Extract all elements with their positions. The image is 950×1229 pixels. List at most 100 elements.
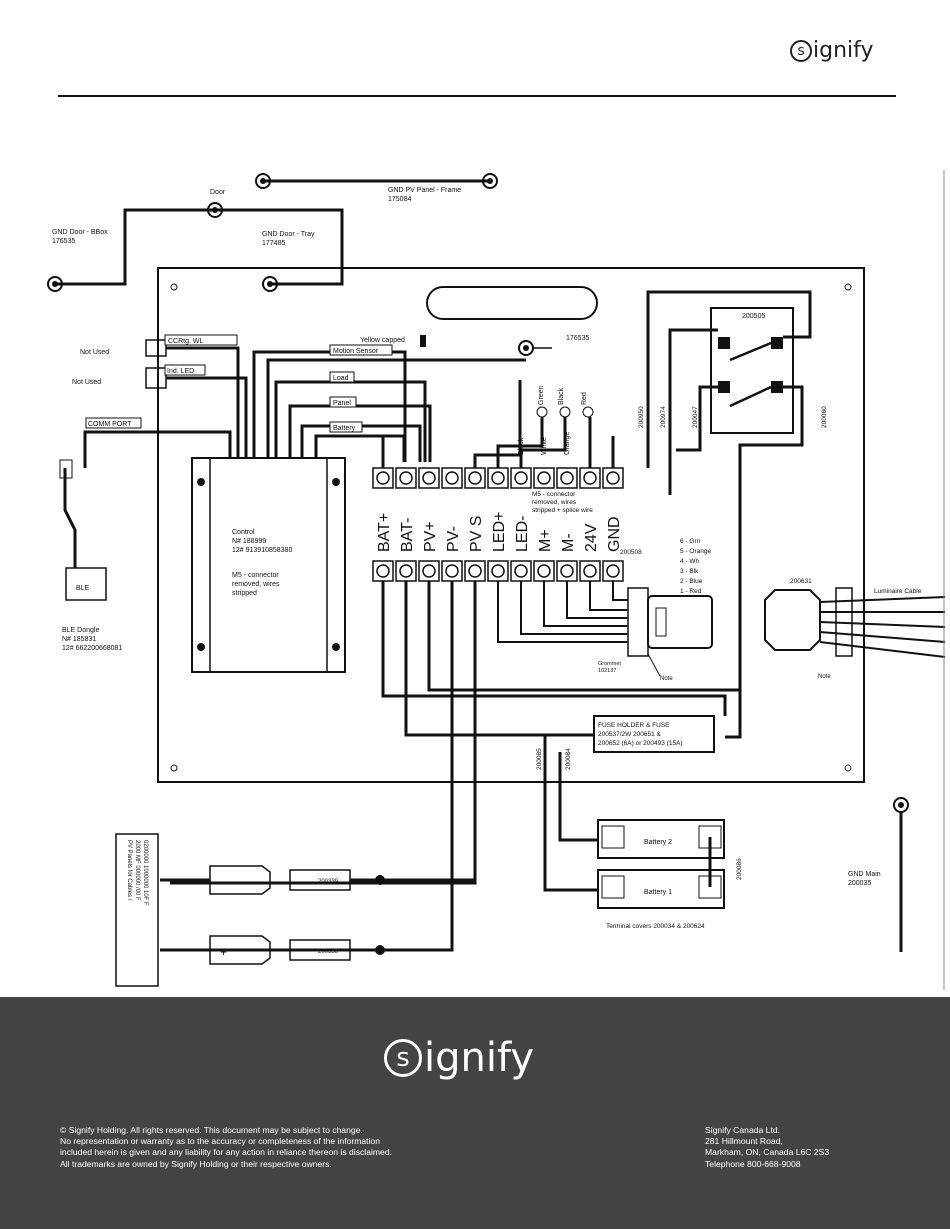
terminal-led-minus: LED-	[514, 516, 531, 552]
pv-socket-2-icon	[289, 939, 351, 961]
pv-label-plate	[115, 833, 159, 987]
battery-2-label: Battery 2	[644, 839, 672, 846]
ccrtg-port-icon	[145, 339, 167, 357]
gnd-pv-label-2: 175084	[388, 196, 411, 203]
switch-part: 200505	[742, 313, 765, 320]
m5-note-2: removed, wires	[532, 499, 577, 506]
back-plate	[157, 267, 865, 783]
address-line-1: Signify Canada Ltd.	[705, 1125, 781, 1135]
ind-led-port-icon	[145, 367, 167, 389]
load-label: Load	[333, 375, 349, 382]
not-used-1: Not Used	[80, 349, 109, 356]
switch-box	[710, 307, 794, 434]
fuse-3: 200652 (6A) or 200493 (15A)	[598, 740, 683, 747]
lug-176535-label: 176535	[566, 335, 589, 342]
footer-logo-text: ignify	[424, 1035, 535, 1081]
terminal-led-plus: LED+	[491, 512, 508, 552]
wire-green: Green	[538, 385, 545, 405]
signify-footer-logo: s ignify	[384, 1035, 534, 1081]
control-label-7: stripped	[232, 590, 257, 597]
pv-socket-1-icon	[289, 869, 351, 891]
conn-200339: 200339	[318, 879, 339, 885]
ble-dongle-1: BLE Dongle	[62, 627, 99, 634]
control-label-6: removed, wires	[232, 581, 280, 588]
legal-line-4: All trademarks are owned by Signify Hold…	[60, 1158, 332, 1169]
gnd-door-tray-1: GND Door - Tray	[262, 231, 315, 238]
wire-white: White	[541, 437, 548, 455]
address-line-3: Markham, ON, Canada L6C 2S3	[705, 1147, 830, 1158]
part-200631: 200631	[790, 578, 812, 585]
battery-wire-label: Battery	[333, 425, 356, 432]
address-line-4: Telephone 800-668-9008	[705, 1158, 801, 1169]
battery-2	[597, 819, 725, 859]
pv-plate-3: 0200000 1000000 10F F	[142, 840, 148, 906]
fuse-1: FUSE HOLDER & FUSE	[598, 722, 670, 729]
part-200084: 200084	[565, 748, 572, 770]
grommet-2: 102137	[598, 668, 616, 674]
note-b: Note	[818, 674, 831, 680]
battery-1	[597, 869, 725, 909]
header-divider	[58, 95, 896, 97]
lug-176535-icon	[518, 340, 534, 356]
part-200950: 200950	[638, 406, 645, 428]
wire-orange: Orange	[564, 432, 571, 455]
pv-plug-2-icon	[209, 935, 271, 965]
part-200060: 200060	[821, 406, 828, 428]
control-label-1: Control	[232, 529, 255, 536]
part-200508: 200508	[620, 549, 642, 556]
part-200974: 200974	[660, 406, 667, 428]
legal-line-2: No representation or warranty as to the …	[60, 1136, 381, 1147]
color-code-3: 3 - Blk	[680, 568, 699, 575]
terminal-m-minus: M-	[560, 533, 577, 552]
terminal-covers: Terminal covers 200034 & 200624	[606, 923, 705, 930]
terminal-24v: 24V	[583, 523, 600, 552]
ble-dongle-icon	[65, 567, 107, 601]
ble-label: BLE	[76, 585, 90, 592]
control-label-5: M5 - connector	[232, 572, 279, 579]
header-logo-text: ignify	[813, 38, 874, 63]
grommet-1: Grommet	[598, 661, 621, 667]
legal-notice: © Signify Holding. All rights reserved. …	[60, 1125, 392, 1170]
color-code-5: 5 - Orange	[680, 548, 711, 555]
comm-port-label: COMM PORT	[88, 421, 132, 428]
conn-200338: 200338	[318, 949, 339, 955]
signify-header-logo: s ignify	[790, 38, 874, 63]
footer: s ignify © Signify Holding. All rights r…	[0, 997, 950, 1229]
gnd-main-1: GND Main	[848, 871, 881, 878]
control-label-3: 12# 913910858380	[232, 547, 292, 554]
color-code-1: 1 - Red	[680, 588, 702, 595]
gnd-main-2: 200035	[848, 880, 871, 887]
part-200086: 200086	[736, 858, 743, 880]
terminal-pv-plus: PV+	[422, 521, 439, 552]
ble-dongle-3: 12# 662200668081	[62, 645, 122, 652]
signify-s-icon: s	[790, 39, 812, 62]
terminal-gnd: GND	[606, 516, 623, 552]
terminal-m-plus: M+	[537, 529, 554, 552]
wire-black: Black	[558, 387, 565, 405]
gnd-door-bbox-1: GND Door - BBox	[52, 229, 108, 236]
legal-line-3: included herein is given and any liabili…	[60, 1147, 393, 1158]
address-line-2: 281 Hillmount Road,	[705, 1136, 783, 1147]
color-code-2: 2 - Blue	[680, 578, 703, 585]
luminaire-connector-icon	[764, 589, 821, 651]
legal-line-1: © Signify Holding. All rights reserved. …	[60, 1125, 363, 1135]
gnd-door-bbox-2: 176535	[52, 238, 75, 245]
pv-plus-sign: +	[220, 945, 227, 959]
part-200047: 200047	[692, 406, 699, 428]
pv-plug-1-icon	[209, 865, 271, 895]
color-code-6: 6 - Grn	[680, 538, 701, 545]
m5-note-3: stripped + splice wire	[532, 507, 593, 514]
panel-label: Panel	[333, 400, 351, 407]
terminal-bat-minus: BAT-	[399, 518, 416, 552]
control-module	[191, 457, 346, 673]
connector-plug-icon	[647, 595, 713, 649]
control-label-2: N# 188999	[232, 538, 266, 545]
luminaire-cable-label: Luminaire Cable	[874, 588, 922, 595]
ccrtg-label: CCRtg. WL	[168, 338, 204, 345]
gnd-main-lug-icon	[893, 797, 909, 813]
terminal-bat-plus: BAT+	[376, 513, 393, 552]
fuse-2: 200537/2W 200651 &	[598, 731, 662, 738]
m5-note-1: M5 - connector	[532, 491, 576, 498]
company-address: Signify Canada Ltd. 281 Hillmount Road, …	[705, 1125, 829, 1170]
color-code-4: 4 - Wh	[680, 558, 700, 565]
